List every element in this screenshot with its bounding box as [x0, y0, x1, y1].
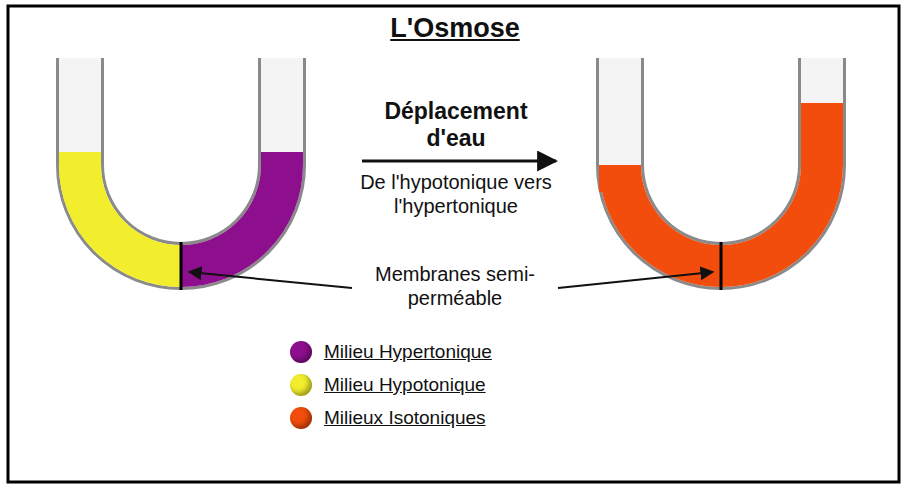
legend-text: Milieux Isotoniques [324, 407, 486, 429]
diagram-title: L'Osmose [390, 12, 519, 44]
legend-row: Milieu Hypertonique [290, 341, 492, 363]
frame-border [8, 6, 899, 482]
u-tube-right [620, 58, 822, 290]
hypotonic-fluid [80, 152, 181, 266]
membrane [180, 242, 183, 290]
hypertonic-fluid [181, 152, 282, 266]
isotonic-fluid [721, 103, 822, 266]
isotonic-fluid [620, 165, 721, 266]
u-tube-left [80, 58, 282, 290]
leader-line [558, 272, 713, 288]
leader-line [189, 272, 352, 288]
legend-text: Milieu Hypotonique [324, 374, 486, 396]
flow-description: De l'hypotonique vers l'hypertonique [351, 170, 561, 218]
legend-swatch [290, 374, 312, 396]
flow-label: Déplacement d'eau [369, 98, 544, 153]
membrane [720, 242, 723, 290]
legend-row: Milieu Hypotonique [290, 374, 486, 396]
membrane-label: Membranes semi-perméable [368, 262, 543, 310]
legend-row: Milieux Isotoniques [290, 407, 486, 429]
legend-swatch [290, 407, 312, 429]
legend-swatch [290, 341, 312, 363]
flow-arrow [362, 160, 556, 163]
legend-text: Milieu Hypertonique [324, 341, 492, 363]
